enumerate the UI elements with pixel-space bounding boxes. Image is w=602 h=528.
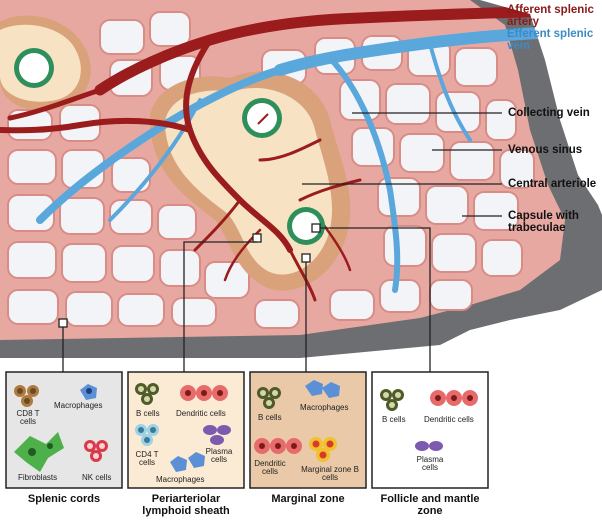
fibroblasts-label: Fibroblasts <box>18 473 58 482</box>
fibroblast-icons <box>14 432 64 472</box>
collecting-vein-label: Collecting vein <box>508 107 590 119</box>
capsule-label: Capsule with trabeculae <box>508 210 579 235</box>
cd4-t-cell-icons <box>135 424 159 446</box>
macrophages-label: Macrophages <box>54 401 103 410</box>
artery-network <box>0 4 602 302</box>
b-cells-label: B cells <box>382 415 406 424</box>
cd4-t-cells-label: CD4 T cells <box>135 450 159 468</box>
dendritic-cell-icons <box>180 385 228 401</box>
macrophages-label: Macrophages <box>300 403 349 412</box>
splenic-cords-title: Splenic cords <box>27 493 101 505</box>
b-cell-icons <box>380 389 404 411</box>
b-cell-icons <box>135 383 159 405</box>
arteriole-section <box>14 48 54 88</box>
venous-sinus-label: Venous sinus <box>508 144 583 156</box>
marginal-zone-b-cell-icons <box>309 437 337 462</box>
arteriole-section <box>242 98 282 138</box>
marginal-zone-title: Marginal zone <box>271 493 345 505</box>
plasma-cells-label: Plasma cells <box>416 455 444 473</box>
b-cells-label: B cells <box>136 409 160 418</box>
macrophage-icons <box>305 380 340 398</box>
afferent-artery-label: Afferent splenic artery <box>507 4 594 29</box>
dendritic-cells-label: Dendritic cells <box>176 409 226 418</box>
nk-cells-label: NK cells <box>82 473 112 482</box>
central-arteriole-label: Central arteriole <box>508 178 597 190</box>
macrophage-icons <box>170 452 205 472</box>
leader-lines <box>58 112 502 372</box>
nk-cell-icons <box>84 440 108 462</box>
dendritic-cells-label: Dendritic cells <box>424 415 474 424</box>
dendritic-cell-icons <box>254 438 302 454</box>
b-cells-label: B cells <box>258 413 282 422</box>
cd8-t-cells-label: CD8 T cells <box>16 409 40 427</box>
b-cell-icons <box>257 387 281 409</box>
plasma-cell-icons <box>415 441 443 451</box>
dendritic-cells-label: Dendritic cells <box>254 459 286 477</box>
cd8-t-cell-icons <box>14 385 39 407</box>
marginal-zone-b-cells-label: Marginal zone B cells <box>301 465 359 483</box>
macrophage-icons <box>80 384 97 400</box>
follicle-title: Follicle and mantle zone <box>380 493 480 517</box>
plasma-cells-label: Plasma cells <box>205 447 233 465</box>
macrophages-label: Macrophages <box>156 475 205 484</box>
efferent-vein-label: Efferent splenic vein <box>507 28 594 53</box>
pals-title: Periarteriolar lymphoid sheath <box>142 493 230 517</box>
arteriole-section <box>287 207 325 245</box>
dendritic-cell-icons <box>430 390 478 406</box>
plasma-cell-icons <box>203 425 231 445</box>
